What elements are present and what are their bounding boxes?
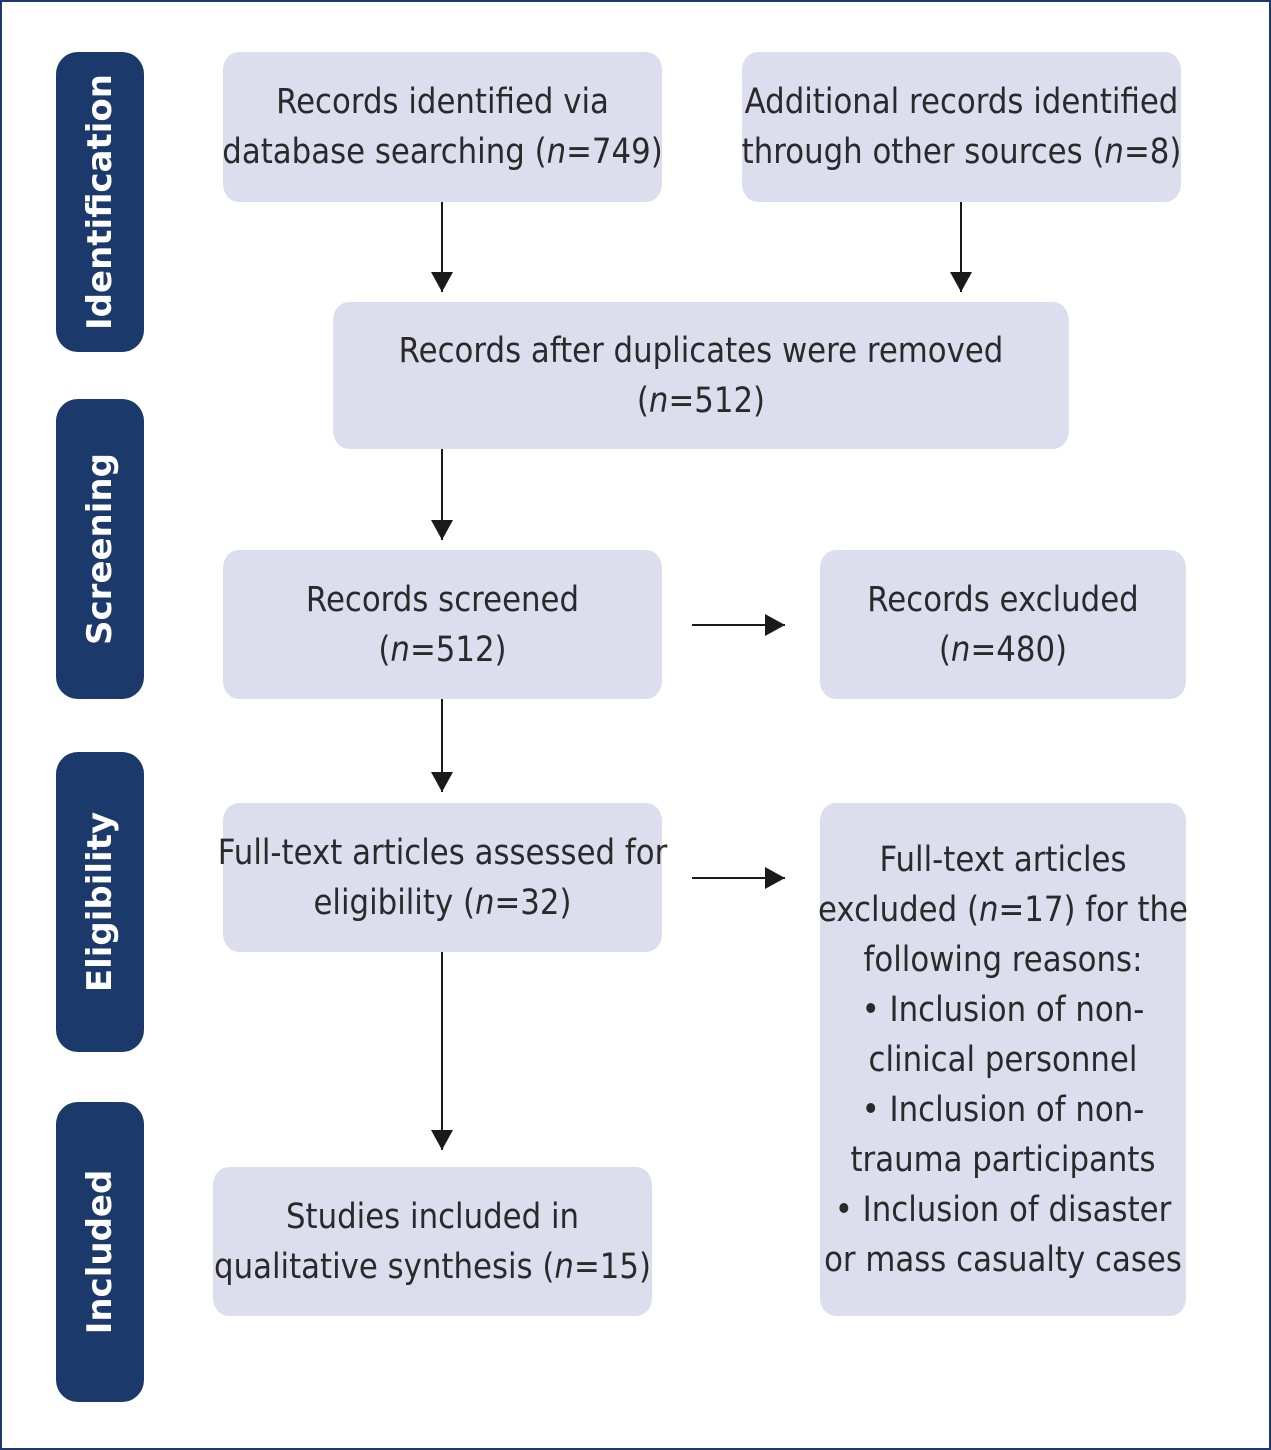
box-line: Additional records identified xyxy=(744,82,1179,122)
box-line: excluded (n=17) for the xyxy=(818,889,1189,930)
box-line: (n=512) xyxy=(378,629,507,670)
box-line: Full-text articles assessed for xyxy=(217,832,668,873)
box-database-records: Records identified via database searchin… xyxy=(222,52,663,202)
box-line: eligibility (n=32) xyxy=(313,882,572,923)
box-line: database searching (n=749) xyxy=(222,132,663,172)
stage-screening: Screening xyxy=(56,399,144,699)
box-line: Records after duplicates were removed xyxy=(398,330,1004,371)
box-records-excluded: Records excluded (n=480) xyxy=(819,550,1187,699)
stage-identification: Identification xyxy=(56,52,144,352)
stage-eligibility: Eligibility xyxy=(56,752,144,1052)
box-screened: Records screened (n=512) xyxy=(222,550,663,699)
exclusion-reason-line: clinical personnel xyxy=(868,1039,1138,1080)
box-line: Full-text articles xyxy=(879,839,1127,880)
box-line: through other sources (n=8) xyxy=(741,132,1182,172)
box-line: (n=480) xyxy=(938,629,1068,670)
box-line: (n=512) xyxy=(636,380,766,421)
box-other-sources: Additional records identified through ot… xyxy=(742,52,1181,202)
exclusion-reason-line: • Inclusion of disaster xyxy=(834,1189,1172,1230)
box-line: following reasons: xyxy=(863,939,1143,980)
box-line: Studies included in xyxy=(285,1196,580,1237)
exclusion-reason-line: trauma participants xyxy=(850,1139,1156,1180)
box-fulltext-assessed: Full-text articles assessed for eligibil… xyxy=(218,803,667,952)
stage-included: Included xyxy=(56,1102,144,1402)
exclusion-reason-line: or mass casualty cases xyxy=(824,1239,1182,1280)
box-line: Records excluded xyxy=(867,579,1139,620)
box-line: Records screened xyxy=(305,579,580,620)
box-studies-included: Studies included in qualitative synthesi… xyxy=(212,1167,653,1316)
box-line: qualitative synthesis (n=15) xyxy=(214,1246,651,1287)
box-fulltext-excluded: Full-text articles excluded (n=17) for t… xyxy=(818,803,1189,1316)
box-line: Records identified via xyxy=(276,82,609,122)
exclusion-reason-line: • Inclusion of non- xyxy=(861,989,1145,1030)
box-deduplicated: Records after duplicates were removed (n… xyxy=(333,302,1069,449)
exclusion-reason-line: • Inclusion of non- xyxy=(861,1089,1145,1130)
